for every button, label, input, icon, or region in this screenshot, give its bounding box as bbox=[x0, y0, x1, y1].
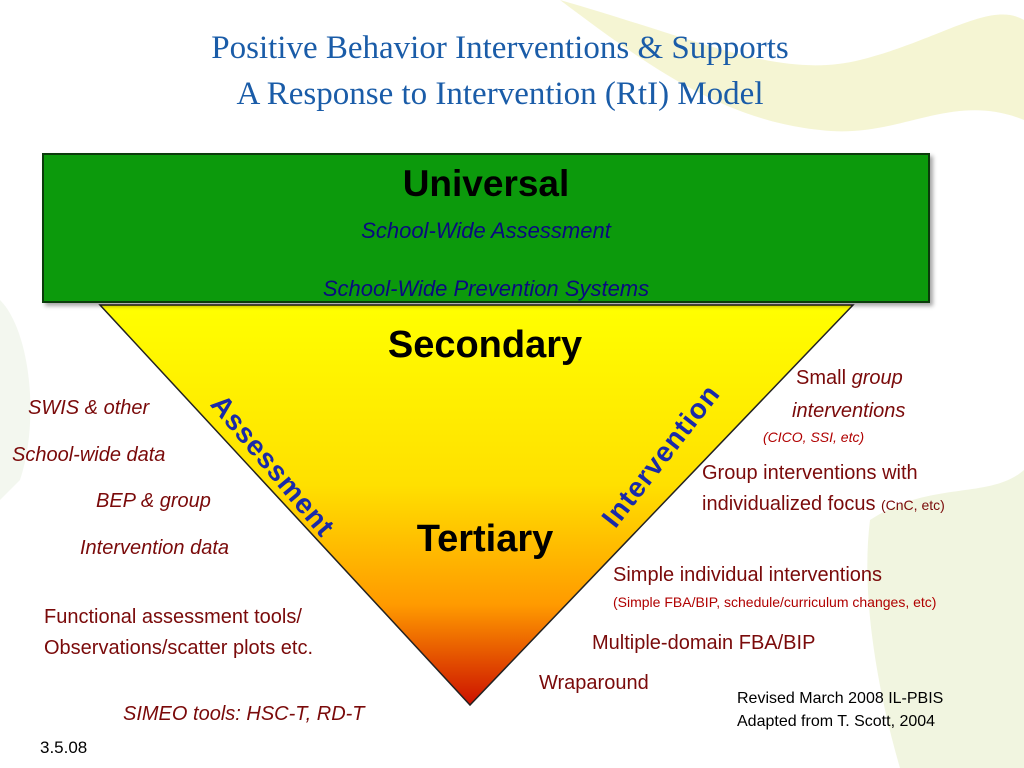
adapted-note: Adapted from T. Scott, 2004 bbox=[737, 713, 936, 730]
universal-subtitle-assessment: School-Wide Assessment bbox=[361, 218, 611, 243]
secondary-tier-title: Secondary bbox=[387, 324, 583, 366]
universal-subtitle-prevention: School-Wide Prevention Systems bbox=[322, 276, 650, 301]
group-individualized-line2: individualized focus (CnC, etc) bbox=[702, 493, 945, 516]
pyramid-triangle bbox=[98, 304, 855, 707]
tertiary-tier-title: Tertiary bbox=[416, 518, 554, 560]
slide-date: 3.5.08 bbox=[40, 738, 88, 757]
bep-group-label: BEP & group bbox=[96, 490, 211, 512]
decorative-swoosh bbox=[0, 300, 31, 500]
individualized-focus-text: individualized focus bbox=[702, 493, 881, 515]
universal-tier-title: Universal bbox=[402, 163, 570, 204]
group-individualized-line1: Group interventions with bbox=[702, 462, 918, 484]
functional-assessment-line1: Functional assessment tools/ bbox=[44, 606, 302, 628]
simple-individual-note: (Simple FBA/BIP, schedule/curriculum cha… bbox=[613, 594, 937, 610]
simeo-tools-label: SIMEO tools: HSC-T, RD-T bbox=[123, 703, 365, 725]
small-group-interventions-line1: Small group bbox=[796, 367, 903, 390]
revised-note: Revised March 2008 IL-PBIS bbox=[737, 690, 944, 707]
decorative-swoosh bbox=[560, 0, 1024, 132]
simple-individual-label: Simple individual interventions bbox=[613, 564, 883, 586]
universal-tier-box bbox=[42, 153, 930, 303]
group-word: group bbox=[851, 367, 903, 389]
decorative-swoosh bbox=[867, 470, 1024, 768]
slide-title-line2: A Response to Intervention (RtI) Model bbox=[236, 76, 764, 112]
cnc-note: (CnC, etc) bbox=[881, 497, 945, 513]
swis-label: SWIS & other bbox=[28, 397, 150, 419]
functional-assessment-line2: Observations/scatter plots etc. bbox=[44, 637, 314, 659]
multiple-domain-label: Multiple-domain FBA/BIP bbox=[592, 632, 816, 654]
wraparound-label: Wraparound bbox=[539, 672, 649, 694]
intervention-data-label: Intervention data bbox=[80, 537, 229, 559]
small-prefix: Small bbox=[796, 367, 852, 389]
cico-note: (CICO, SSI, etc) bbox=[763, 429, 865, 445]
slide-title-line1: Positive Behavior Interventions & Suppor… bbox=[211, 30, 789, 66]
school-wide-data-label: School-wide data bbox=[12, 444, 166, 466]
small-group-interventions-line2: interventions bbox=[792, 400, 906, 422]
